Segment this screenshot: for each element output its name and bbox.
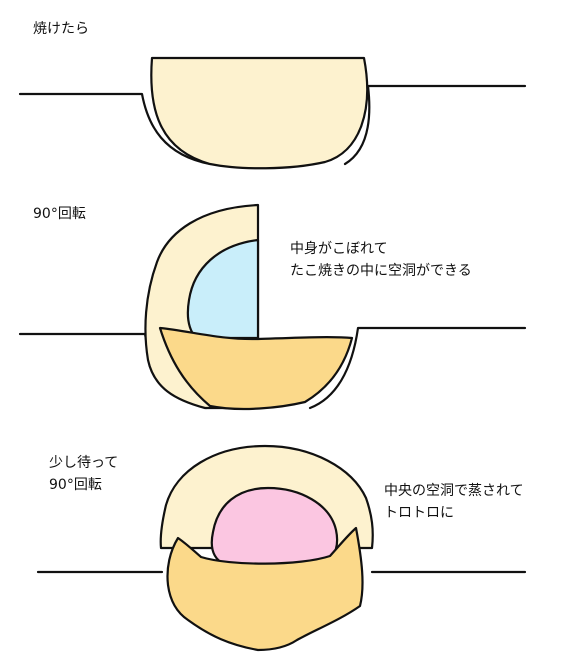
step3-note-line2: トロトロに	[384, 505, 454, 521]
step3-label-line2: 90°回転	[49, 477, 102, 493]
step2-note-line1: 中身がこぼれて	[290, 241, 388, 257]
step3-label-line1: 少し待って	[49, 455, 119, 471]
step3-illustration	[36, 444, 527, 652]
step2-illustration	[18, 203, 527, 411]
step3-crust	[166, 526, 364, 652]
step2-label: 90°回転	[33, 206, 86, 222]
step3-note-line1: 中央の空洞で蒸されて	[384, 483, 524, 499]
step2-spilled-filling	[158, 326, 354, 411]
step1-illustration	[18, 56, 527, 170]
step2-note-line2: たこ焼きの中に空洞ができる	[290, 263, 472, 279]
step1-batter-ball	[150, 56, 369, 170]
step1-label: 焼けたら	[33, 21, 89, 37]
